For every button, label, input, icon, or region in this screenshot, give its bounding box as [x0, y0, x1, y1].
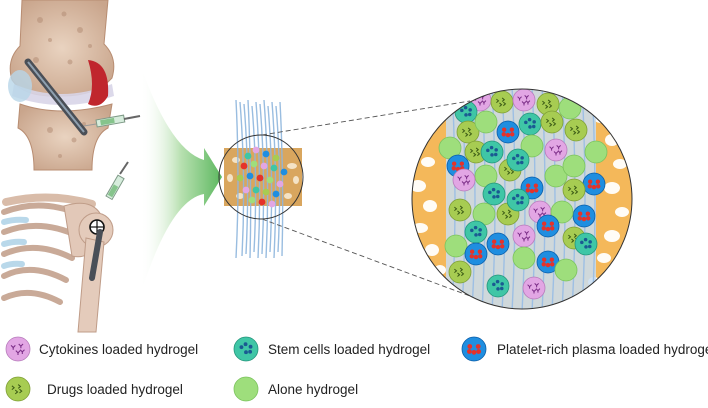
legend: Cytokines loaded hydrogel Stem cells loa… [5, 336, 708, 402]
alone-bead [474, 110, 498, 134]
drugs-bead-icon [5, 376, 31, 402]
cyto-bead [5, 336, 31, 362]
prp-bead [461, 336, 487, 362]
alone-bead [520, 134, 544, 158]
legend-label-stem-cells: Stem cells loaded hydrogel [268, 342, 430, 357]
prp-bead [496, 120, 520, 144]
stem-bead [506, 188, 530, 212]
prp-bead [486, 232, 510, 256]
drug-bead [456, 120, 480, 144]
prp-bead [582, 172, 606, 196]
legend-item-stem-cells: Stem cells loaded hydrogel [233, 336, 430, 362]
prp-bead [572, 204, 596, 228]
cytokines-bead-icon [5, 336, 31, 362]
stem-bead [574, 232, 598, 256]
knee-joint-illustration [0, 0, 141, 171]
alone-bead [444, 234, 468, 258]
cyto-bead [522, 276, 546, 300]
prp-bead [536, 214, 560, 238]
legend-item-prp: Platelet-rich plasma loaded hydrogel [461, 336, 708, 362]
drug-bead [5, 376, 31, 402]
drug-bead [448, 198, 472, 222]
cyto-bead [512, 224, 536, 248]
alone-bead [562, 154, 586, 178]
cyto-bead [512, 89, 536, 112]
drug-bead [562, 178, 586, 202]
alone-bead [584, 140, 608, 164]
shoulder-joint-illustration [0, 161, 142, 333]
green-arrow [140, 64, 222, 296]
alone-bead [233, 376, 259, 402]
hydrogel-scaffold [218, 99, 304, 259]
syringe-icon [105, 161, 129, 201]
zoom-line-top [261, 100, 471, 136]
stem-bead [480, 140, 504, 164]
stem-bead [486, 274, 510, 298]
magnified-hydrogel-cross-section [411, 88, 633, 310]
alone-bead-icon [233, 376, 259, 402]
legend-label-drugs: Drugs loaded hydrogel [47, 382, 183, 397]
stem-bead [482, 182, 506, 206]
cyto-bead [452, 168, 476, 192]
prp-bead [464, 242, 488, 266]
legend-label-prp: Platelet-rich plasma loaded hydrogel [497, 342, 708, 357]
syringe-icon [83, 114, 141, 128]
prp-bead-icon [461, 336, 487, 362]
alone-bead [512, 246, 536, 270]
drug-bead [490, 90, 514, 114]
alone-bead [550, 200, 574, 224]
legend-label-cytokines: Cytokines loaded hydrogel [39, 342, 198, 357]
alone-bead [544, 164, 568, 188]
stem-bead [464, 220, 488, 244]
small-bead-cluster [236, 146, 288, 208]
drug-bead [448, 260, 472, 284]
legend-item-drugs: Drugs loaded hydrogel [5, 376, 183, 402]
legend-item-cytokines: Cytokines loaded hydrogel [5, 336, 198, 362]
drug-bead [540, 110, 564, 134]
legend-item-alone: Alone hydrogel [233, 376, 358, 402]
stem-bead [506, 148, 530, 172]
drug-bead [564, 118, 588, 142]
cyto-bead [544, 138, 568, 162]
zoom-line-bottom [261, 218, 471, 297]
alone-bead [554, 258, 578, 282]
legend-label-alone: Alone hydrogel [268, 382, 358, 397]
stem-bead [233, 336, 259, 362]
stem-bead [518, 112, 542, 136]
stem-cells-bead-icon [233, 336, 259, 362]
